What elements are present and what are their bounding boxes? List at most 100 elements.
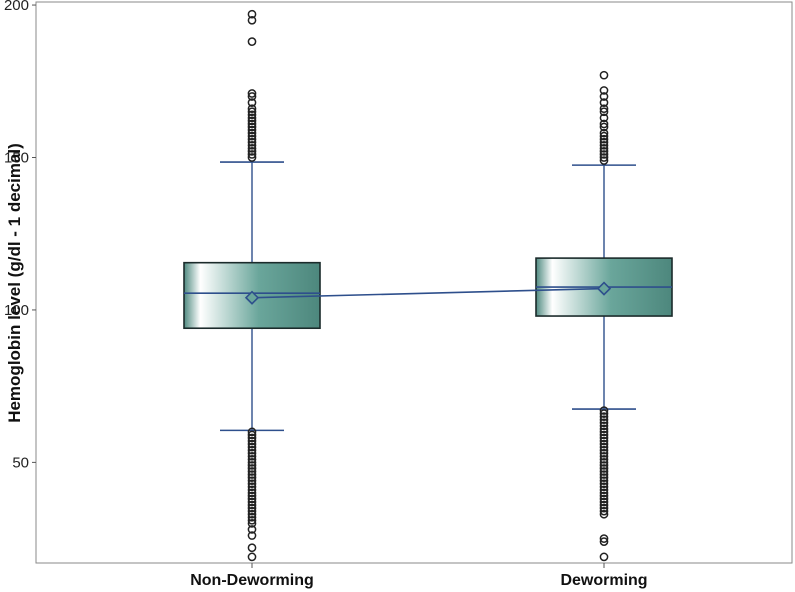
outlier-point: [247, 15, 257, 25]
outlier-point: [247, 439, 257, 449]
outlier-point: [247, 153, 257, 162]
outlier-point: [599, 534, 609, 543]
outlier-point: [247, 122, 257, 132]
outlier-point: [599, 503, 609, 513]
outlier-point: [247, 503, 257, 513]
outlier-point: [247, 454, 257, 464]
outlier-point: [247, 497, 257, 507]
outlier-point: [599, 98, 609, 107]
outlier-point: [599, 448, 609, 458]
outlier-point: [599, 439, 609, 449]
y-tick-label: 100: [4, 302, 29, 319]
outlier-point: [599, 143, 609, 153]
outlier-point: [599, 537, 609, 547]
outlier-point: [599, 427, 609, 437]
outlier-point: [247, 107, 257, 117]
outlier-point: [247, 479, 257, 489]
mean-marker: [596, 281, 612, 296]
outlier-point: [599, 497, 609, 507]
outlier-point: [247, 147, 257, 156]
outlier-point: [247, 113, 257, 123]
outlier-point: [247, 140, 257, 150]
outlier-point: [599, 464, 609, 473]
outlier-point: [247, 512, 257, 522]
outlier-point: [247, 433, 257, 443]
y-tick-label: 150: [4, 149, 29, 166]
outlier-point: [247, 543, 257, 553]
outlier-point: [247, 119, 257, 129]
outlier-point: [599, 421, 609, 431]
outlier-point: [599, 134, 609, 144]
outlier-point: [247, 128, 257, 138]
outlier-point: [599, 137, 609, 147]
outlier-point: [247, 98, 257, 107]
outlier-point: [599, 104, 609, 114]
outlier-point: [247, 531, 257, 540]
outlier-point: [599, 92, 609, 101]
outlier-point: [599, 488, 609, 498]
outlier-point: [599, 128, 609, 138]
outlier-point: [599, 500, 609, 510]
outlier-point: [599, 485, 609, 495]
outlier-point: [599, 467, 609, 476]
outlier-point: [247, 430, 257, 440]
outlier-point: [247, 476, 257, 486]
outlier-point: [247, 448, 257, 458]
outlier-point: [599, 113, 609, 123]
outlier-point: [247, 464, 257, 473]
outlier-point: [599, 491, 609, 501]
outlier-point: [599, 473, 609, 482]
outlier-point: [247, 92, 257, 101]
outlier-point: [599, 119, 609, 129]
mean-connector-line: [251, 287, 605, 299]
outlier-point: [247, 150, 257, 159]
outlier-point: [247, 519, 257, 528]
outlier-point: [599, 424, 609, 434]
outlier-point: [599, 150, 609, 159]
outlier-point: [247, 89, 257, 98]
outlier-point: [599, 430, 609, 440]
outlier-point: [599, 140, 609, 150]
y-axis-title: Hemoglobin level (g/dl - 1 decimal): [5, 143, 24, 423]
outlier-point: [247, 515, 257, 525]
outlier-point: [247, 491, 257, 501]
outlier-point: [599, 70, 609, 80]
outlier-point: [247, 442, 257, 452]
outlier-point: [599, 86, 609, 95]
outlier-point: [599, 476, 609, 486]
outlier-point: [247, 485, 257, 495]
outlier-point: [599, 454, 609, 464]
outlier-point: [599, 442, 609, 452]
plot-frame: [35, 1, 793, 564]
outlier-point: [247, 482, 257, 492]
outlier-point: [599, 409, 609, 418]
y-tick-label: 200: [4, 0, 29, 14]
y-tick-label: 50: [12, 454, 29, 471]
outlier-point: [599, 107, 609, 117]
outlier-point: [247, 470, 257, 479]
outlier-point: [247, 451, 257, 461]
outlier-point: [599, 458, 609, 467]
outlier-point: [247, 500, 257, 510]
outlier-point: [599, 494, 609, 504]
outlier-point: [247, 445, 257, 455]
outlier-point: [599, 552, 609, 562]
outlier-point: [599, 482, 609, 492]
outlier-point: [247, 458, 257, 467]
outlier-point: [247, 488, 257, 498]
outlier-point: [599, 147, 609, 156]
outlier-point: [247, 37, 257, 46]
outlier-point: [599, 509, 609, 519]
outlier-point: [599, 436, 609, 446]
outlier-point: [247, 9, 257, 19]
outlier-point: [247, 427, 257, 437]
outlier-point: [599, 418, 609, 428]
outlier-point: [247, 110, 257, 120]
outlier-point: [599, 461, 609, 470]
outlier-point: [247, 509, 257, 519]
outlier-point: [247, 137, 257, 147]
outlier-point: [599, 406, 609, 415]
outlier-point: [247, 494, 257, 504]
outlier-point: [599, 415, 609, 425]
